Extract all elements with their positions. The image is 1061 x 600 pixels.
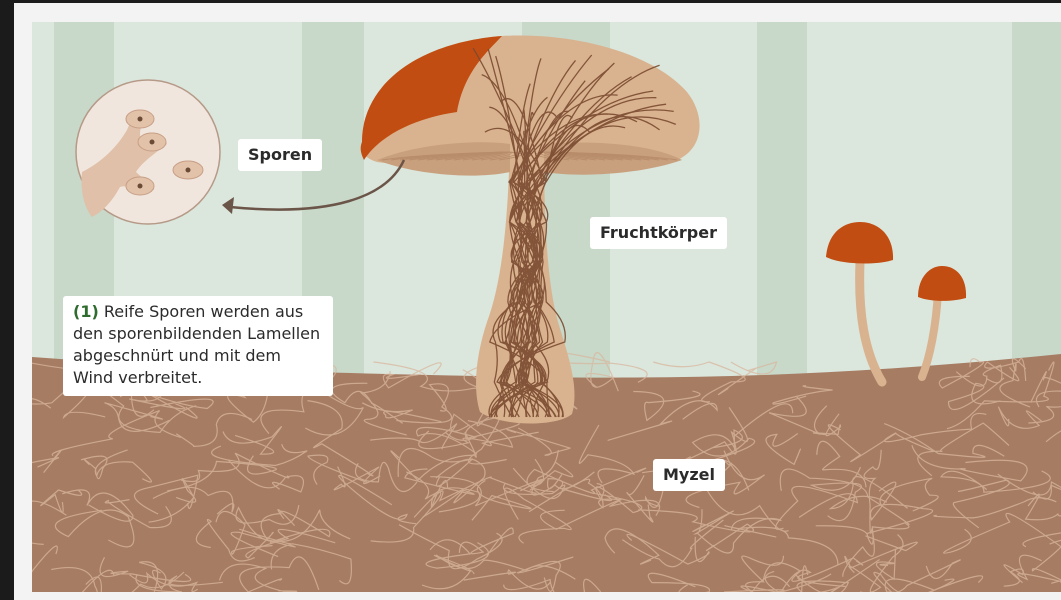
note-number: (1): [73, 302, 99, 321]
description-note: (1) Reife Sporen werden aus den sporenbi…: [63, 296, 333, 396]
label-myzel: Myzel: [653, 459, 725, 491]
label-fruchtkoerper: Fruchtkörper: [590, 217, 727, 249]
mushroom-diagram: Sporen Fruchtkörper Myzel (1) Reife Spor…: [32, 22, 1061, 592]
frame: Sporen Fruchtkörper Myzel (1) Reife Spor…: [14, 3, 1061, 600]
note-text: Reife Sporen werden aus den sporenbilden…: [73, 302, 320, 387]
spore-detail-circle: [76, 80, 220, 224]
label-sporen: Sporen: [238, 139, 322, 171]
